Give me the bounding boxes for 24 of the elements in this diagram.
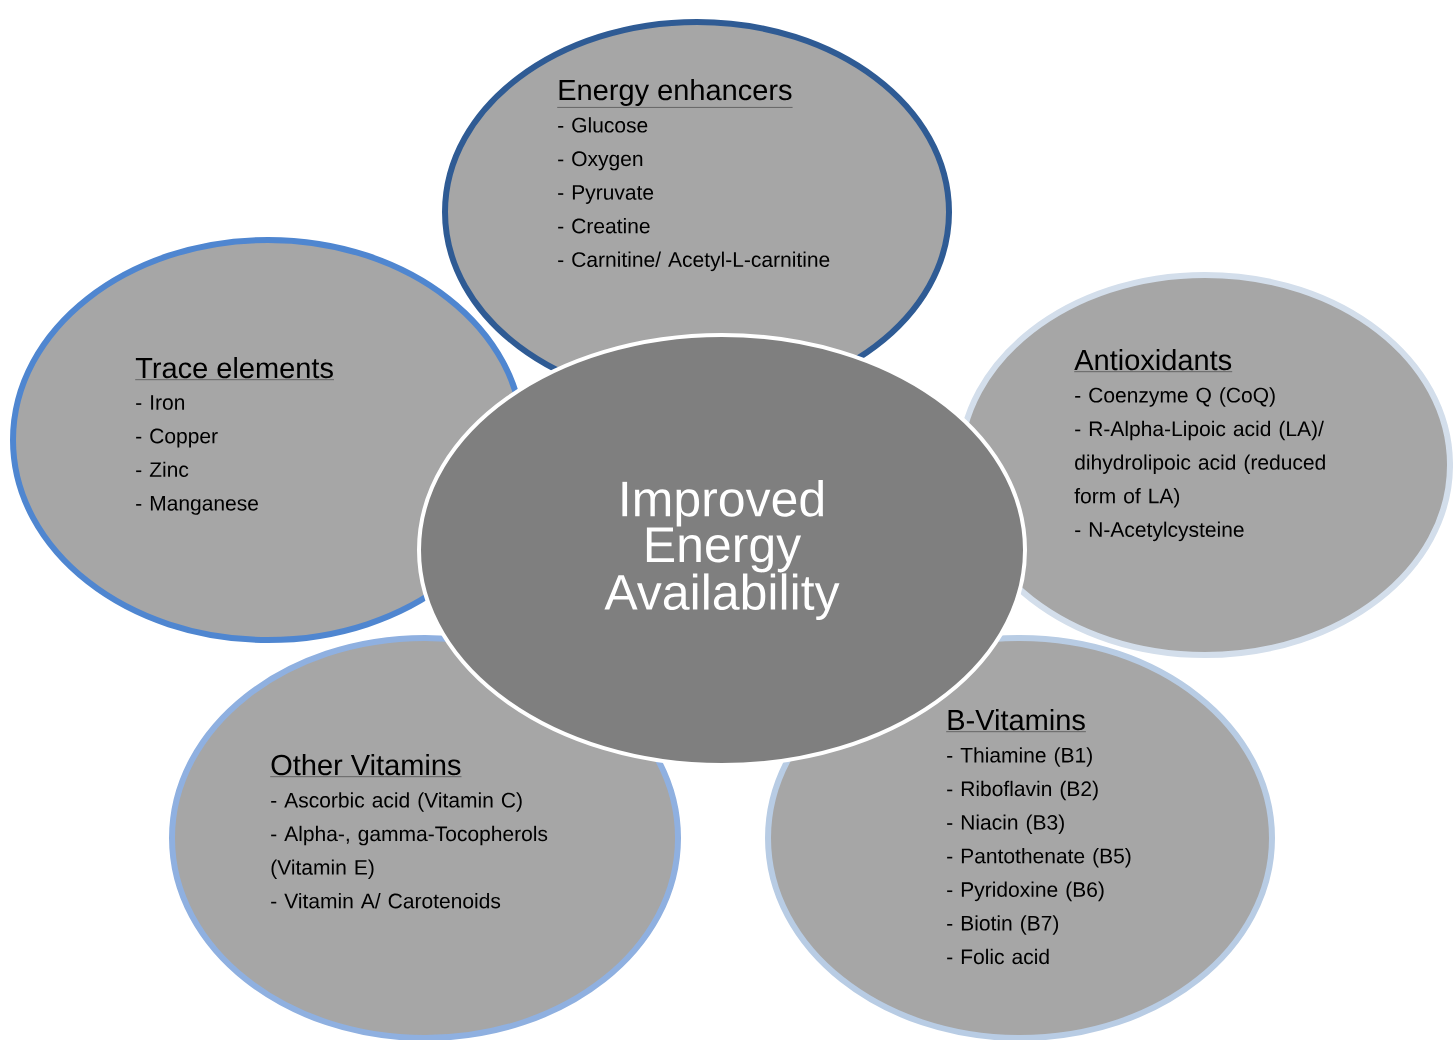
list-item: - Zinc [136, 461, 189, 478]
list-item: - Niacin (B3) [947, 814, 1064, 834]
list-item: - Carnitine/ Acetyl-L-carnitine [558, 251, 830, 272]
list-item: - Iron [136, 395, 184, 410]
list-item: - Manganese [136, 496, 258, 515]
list-item: - Glucose [558, 117, 648, 133]
list-item: - Riboflavin (B2) [947, 780, 1098, 801]
list-item: - Biotin (B7) [947, 915, 1059, 935]
list-item: - Ascorbic acid (Vitamin C) [271, 792, 522, 812]
list-item: - Copper [136, 428, 218, 448]
heading: Antioxidants [1074, 349, 1233, 372]
list-item: - N-Acetylcysteine [1075, 521, 1244, 542]
heading: Energy enhancers [557, 79, 793, 108]
list-item: - Pyruvate [558, 185, 654, 204]
list-item: - Pyridoxine (B6) [947, 881, 1104, 902]
list-item: - Creatine [558, 218, 650, 234]
list-item: - Folic acid [947, 948, 1049, 965]
list-item: - Coenzyme Q (CoQ) [1075, 387, 1275, 407]
list-item: - Pantothenate (B5) [947, 848, 1131, 868]
heading: Trace elements [135, 357, 335, 380]
list-item: - Alpha-, gamma-Tocopherols (Vitamin E) [271, 825, 548, 879]
list-item: - Vitamin A/ Carotenoids [271, 893, 501, 909]
list-item: - R-Alpha-Lipoic acid (LA)/ dihydrolipoic acid (reduced form of LA) [1074, 420, 1325, 508]
list-item: - Oxygen [558, 151, 643, 171]
